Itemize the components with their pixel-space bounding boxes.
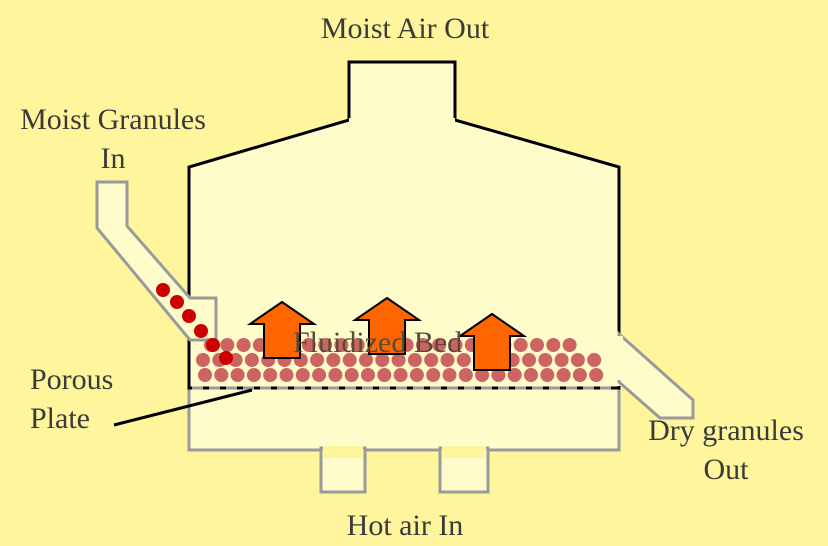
bed-granule	[432, 338, 447, 352]
bed-granule	[334, 338, 349, 352]
incoming-granule	[156, 283, 170, 297]
bed-granule	[442, 368, 457, 382]
hot-air-in-label: Hot air In	[346, 509, 464, 542]
bed-granule	[458, 368, 473, 382]
bed-granule	[377, 368, 392, 382]
bed-granule	[391, 353, 406, 367]
bed-granule	[524, 368, 538, 382]
bed-granule	[409, 368, 424, 382]
bed-granule	[328, 368, 343, 382]
bed-granule	[554, 353, 569, 367]
bed-granule	[491, 368, 506, 382]
incoming-granule	[206, 338, 220, 352]
bed-granule	[301, 338, 316, 352]
bed-granule	[263, 368, 278, 382]
bed-granule	[587, 353, 602, 367]
fluidized-bed-label: Fluidized Bed	[293, 326, 463, 359]
bed-granule	[556, 368, 571, 382]
bed-granule	[318, 338, 333, 352]
bed-granule	[375, 353, 390, 367]
airflow-arrows	[246, 296, 528, 371]
bed-granule	[393, 368, 408, 382]
bed-granule	[244, 353, 259, 367]
porous-plate-pointer	[113, 388, 253, 427]
bed-granule	[415, 338, 430, 352]
airflow-arrow	[351, 296, 423, 355]
incoming-granule	[170, 295, 184, 309]
incoming-granule	[194, 324, 208, 338]
bed-granule	[572, 368, 587, 382]
incoming-granules	[156, 283, 233, 365]
bed-granule	[456, 353, 471, 367]
bed-granule	[279, 368, 294, 382]
plenum-chamber	[187, 386, 621, 452]
bed-granule	[426, 368, 441, 382]
bed-granule	[440, 353, 455, 367]
dry-granules-outlet-pipe	[617, 330, 695, 420]
bed-granule	[312, 368, 327, 382]
bed-granule	[342, 353, 357, 367]
bed-granule	[310, 353, 325, 367]
porous-plate-label-line1: Porous	[30, 363, 114, 396]
bed-granule	[230, 368, 245, 382]
bed-granule	[214, 368, 229, 382]
bed-granule	[295, 368, 310, 382]
incoming-granule	[219, 351, 233, 365]
bed-granule	[424, 353, 439, 367]
bed-granule	[361, 368, 375, 382]
dry-granules-out-label-line1: Dry granules	[648, 414, 804, 447]
moist-granules-in-label-line2: In	[100, 142, 126, 175]
dry-granules-out-label-line2: Out	[703, 453, 749, 486]
moist-granules-inlet-chute	[95, 180, 218, 342]
bed-granule	[589, 368, 604, 382]
bed-granule	[326, 353, 341, 367]
bed-granule	[538, 353, 553, 367]
bed-granule	[407, 353, 422, 367]
bed-granule	[507, 368, 522, 382]
bed-granule	[344, 368, 359, 382]
moist-air-out-label: Moist Air Out	[320, 12, 490, 45]
airflow-arrow	[246, 300, 318, 359]
bed-granule	[359, 353, 373, 367]
bed-granule	[546, 338, 561, 352]
bed-granule	[448, 338, 463, 352]
bed-granule	[540, 368, 555, 382]
bed-granule	[522, 353, 536, 367]
bed-granule	[513, 338, 528, 352]
bed-granule	[196, 353, 210, 367]
bed-granule	[198, 368, 212, 382]
bed-granule	[570, 353, 585, 367]
bed-granule	[220, 338, 235, 352]
bed-granule	[475, 368, 490, 382]
bed-granule	[350, 338, 365, 352]
bed-granule	[246, 368, 261, 382]
airflow-arrow	[456, 312, 528, 371]
moist-air-outlet-duct	[347, 60, 457, 122]
incoming-granule	[182, 309, 196, 323]
porous-plate-label-line2: Plate	[30, 402, 90, 435]
bed-granule	[236, 338, 251, 352]
bed-granule	[562, 338, 577, 352]
moist-granules-in-label-line1: Moist Granules	[20, 103, 206, 136]
bed-granule	[530, 338, 544, 352]
